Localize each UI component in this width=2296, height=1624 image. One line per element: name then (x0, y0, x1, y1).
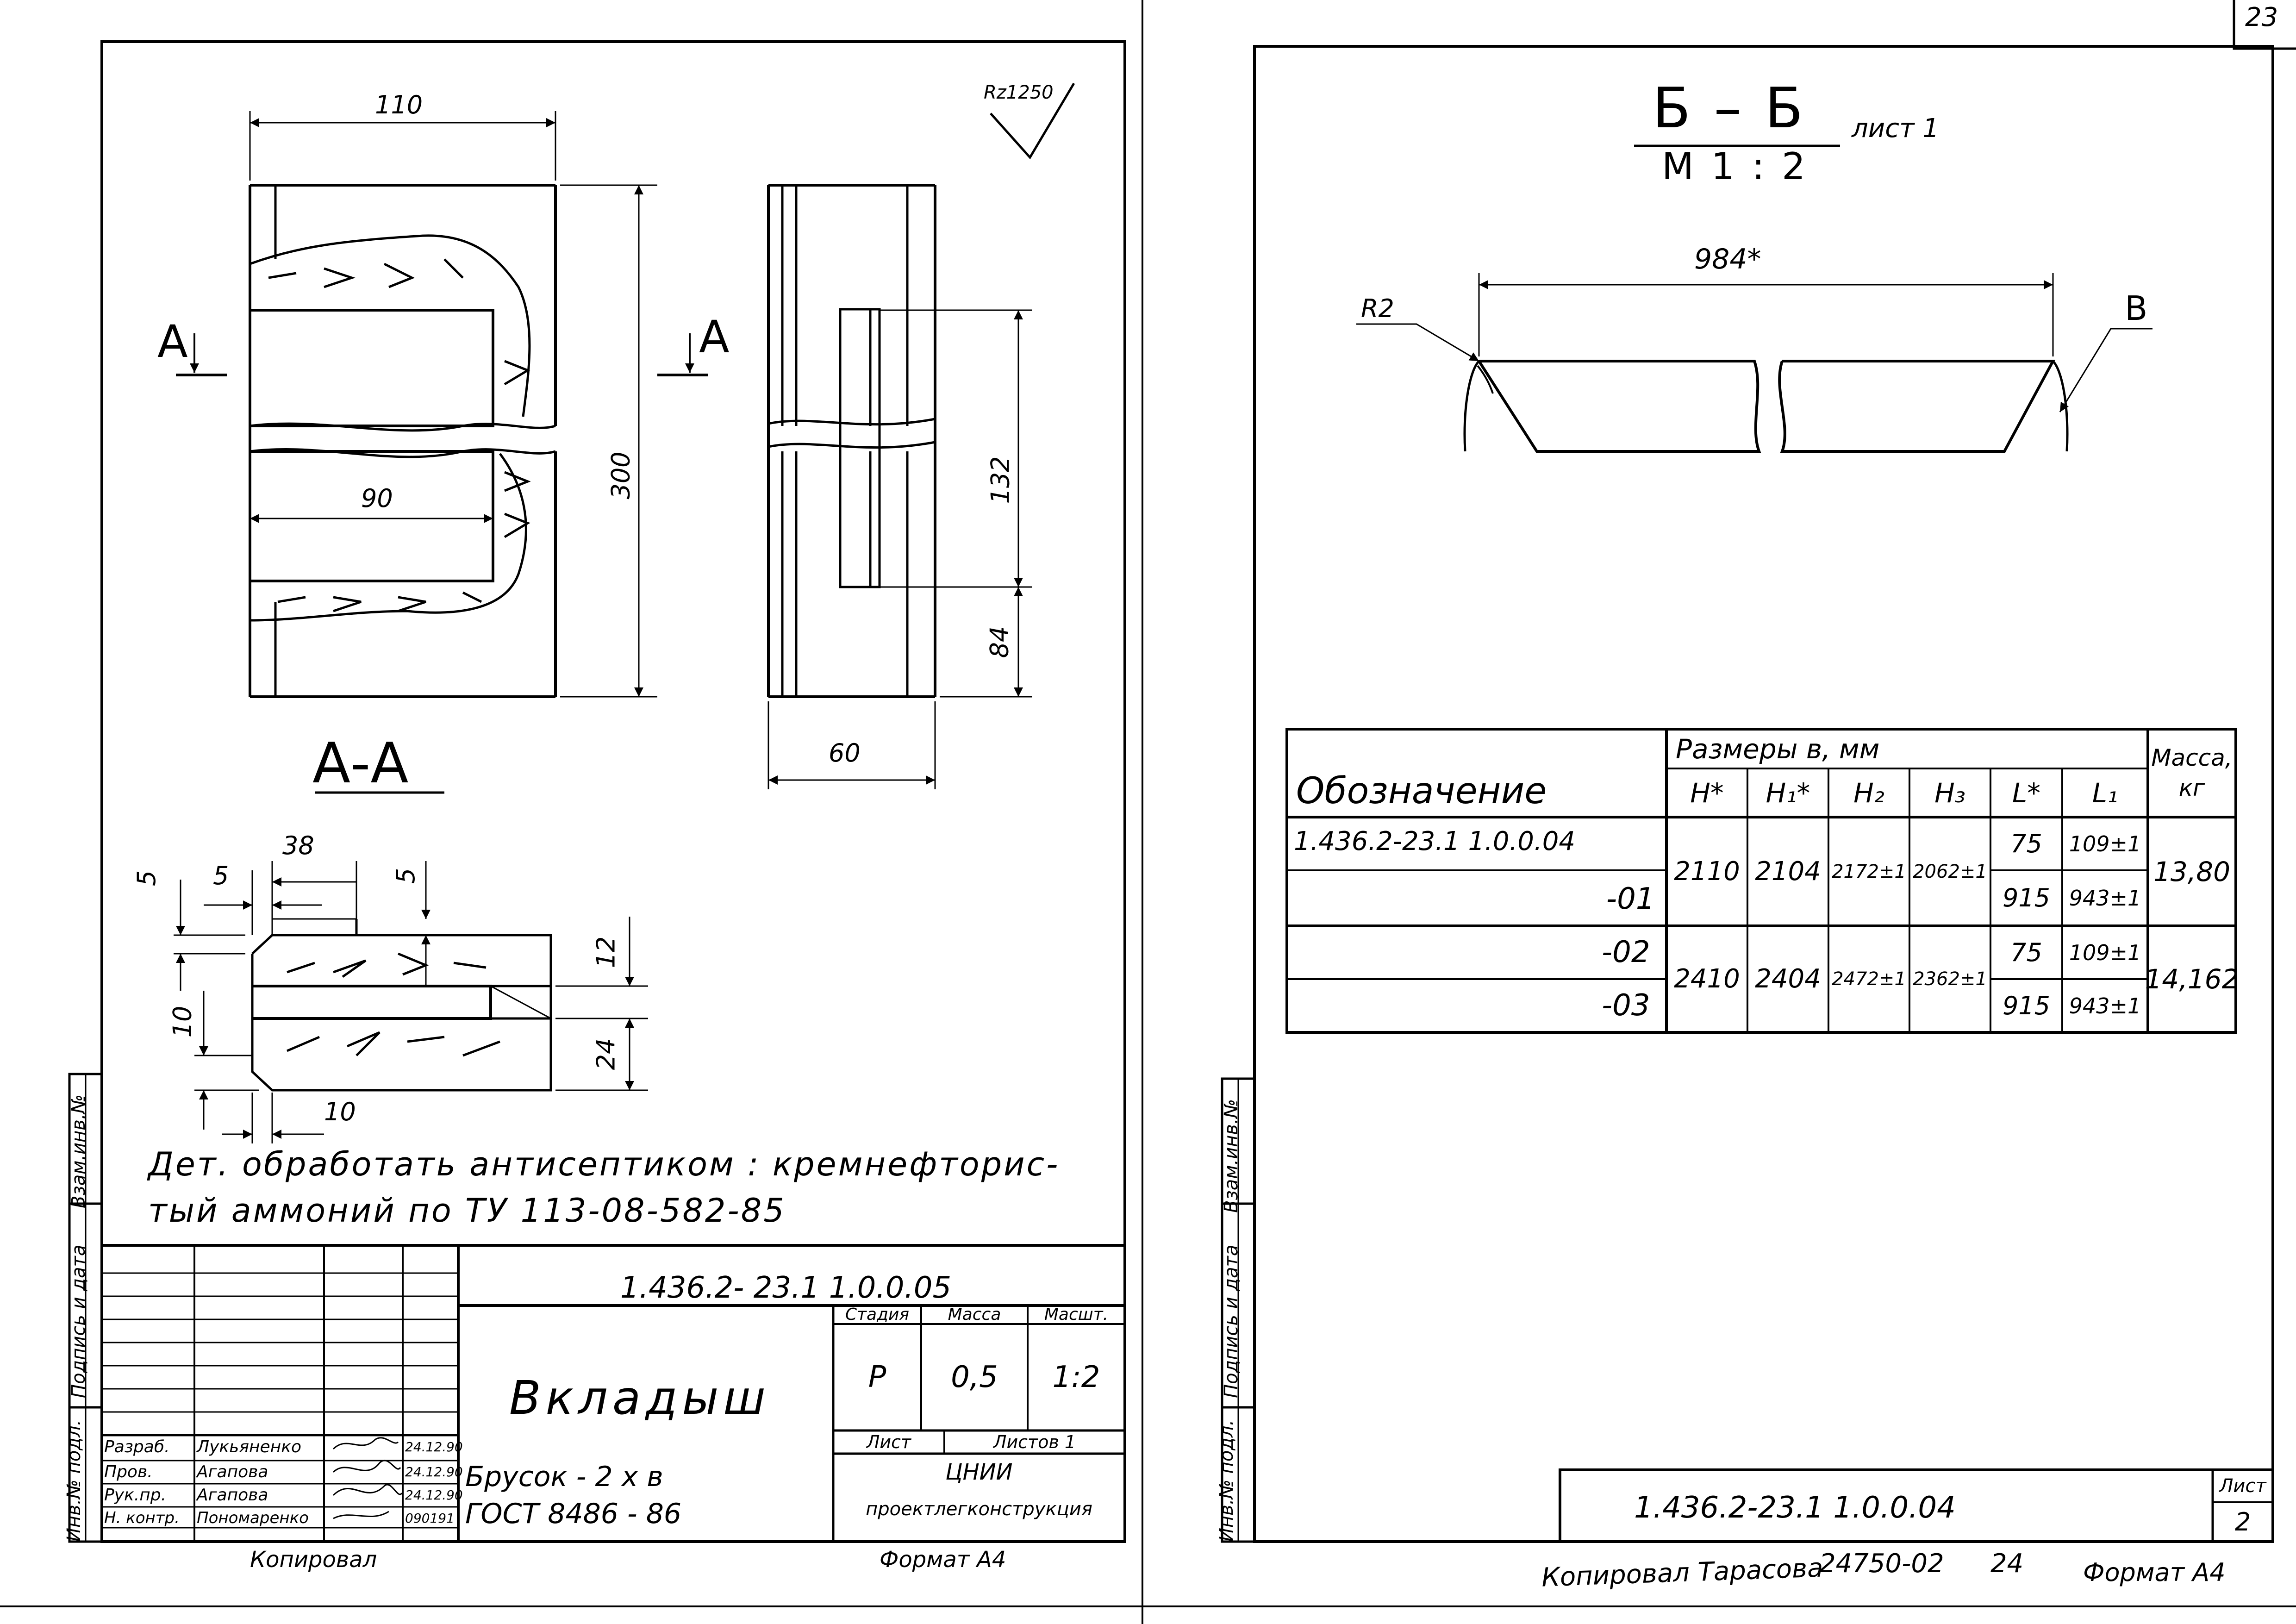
g1-h1: 2104 (1755, 856, 1821, 887)
dim-24: 24 (591, 1038, 621, 1070)
name-3: Пономаренко (197, 1509, 309, 1527)
g1-h2: 2172±1 (1832, 861, 1906, 882)
role-1: Пров. (104, 1462, 153, 1481)
g2-h1: 2404 (1755, 964, 1821, 994)
order-number: 24750-02 (1819, 1549, 1944, 1579)
g2-h2: 2472±1 (1832, 968, 1906, 990)
stamp-sign-right: Подпись и дата (1221, 1244, 1242, 1398)
sub-h1: H₁* (1766, 777, 1810, 809)
table-row-1: -01 (1606, 882, 1655, 916)
section-title-aa: А-А (312, 731, 409, 796)
dim-84: 84 (985, 626, 1014, 658)
stamp-sign-left: Подпись и дата (68, 1244, 89, 1398)
sub-h3: H₃ (1934, 777, 1965, 809)
g1-h: 2110 (1674, 856, 1740, 887)
sheet-label: Лист (866, 1432, 911, 1452)
material-line-1: Брусок - 2 х в (465, 1461, 663, 1493)
note-line-2: тый аммоний по ТУ 113-08-582-85 (148, 1192, 786, 1230)
copied-label-left: Копировал (250, 1547, 377, 1573)
label-b: В (2125, 289, 2148, 328)
dim-10-left: 10 (168, 1006, 197, 1038)
date-0: 24.12.90 (405, 1439, 463, 1455)
label-r2: R2 (1361, 294, 1394, 323)
name-0: Лукьяненко (197, 1437, 301, 1456)
rz-mark: Rz1250 (984, 82, 1054, 103)
dim-132: 132 (986, 456, 1015, 504)
scale-value: 1:2 (1052, 1360, 1100, 1394)
g1-l1-1: 943±1 (2069, 886, 2141, 911)
sheet-ref: лист 1 (1852, 113, 1940, 144)
col-designation: Обозначение (1296, 770, 1547, 812)
dim-60: 60 (829, 738, 861, 768)
name-2: Агапова (197, 1486, 268, 1505)
section-title-bb: Б – Б (1653, 76, 1806, 141)
section-mark-left: A (157, 316, 188, 368)
stamp-inv-left: Инв.№ подл. (63, 1419, 85, 1542)
sub-l: L* (2012, 777, 2041, 809)
dim-110: 110 (375, 90, 423, 119)
mass-value: 0,5 (951, 1360, 998, 1394)
name-1: Агапова (197, 1462, 268, 1481)
designation-right: 1.436.2-23.1 1.0.0.04 (1634, 1491, 1956, 1525)
sub-h: H* (1690, 777, 1724, 809)
g1-l-1: 915 (2002, 883, 2051, 912)
date-3: 090191 (405, 1511, 455, 1526)
scale-label: М 1 : 2 (1662, 145, 1809, 188)
role-2: Рук.пр. (104, 1486, 167, 1505)
g2-l-1: 915 (2002, 991, 2051, 1020)
dim-5-mid: 5 (213, 861, 229, 890)
stamp-inv-right: Инв.№ подл. (1216, 1419, 1237, 1542)
dim-38: 38 (282, 831, 314, 860)
g2-mass: 14,162 (2145, 963, 2239, 995)
sub-l1: L₁ (2092, 777, 2118, 809)
g1-mass: 13,80 (2153, 856, 2231, 887)
stamp-replace-left: Взам.инв.№ (68, 1094, 89, 1208)
material-line-2: ГОСТ 8486 - 86 (465, 1498, 682, 1530)
org-line-2: проектлегконструкция (866, 1499, 1092, 1520)
stamp-replace-right: Взам.инв.№ (1221, 1099, 1242, 1213)
date-1: 24.12.90 (405, 1464, 463, 1480)
date-2: 24.12.90 (405, 1487, 463, 1503)
dim-5-top: 5 (132, 870, 162, 887)
sheet-number-right: 2 (2234, 1507, 2251, 1537)
g2-l-0: 75 (2010, 937, 2042, 967)
col-sizes: Размеры в, мм (1676, 733, 1880, 765)
stage-value: Р (868, 1360, 886, 1394)
sheets-label: Листов 1 (993, 1432, 1076, 1452)
hdr-scale: Масшт. (1044, 1305, 1109, 1324)
hdr-stage: Стадия (845, 1305, 910, 1324)
hdr-mass: Масса (948, 1305, 1001, 1324)
dim-5-right: 5 (391, 868, 421, 884)
role-3: Н. контр. (104, 1509, 180, 1527)
role-0: Разраб. (104, 1437, 170, 1456)
designation: 1.436.2- 23.1 1.0.0.05 (620, 1271, 952, 1305)
format-label-right: Формат А4 (2083, 1558, 2226, 1587)
sheet-label-right: Лист (2219, 1475, 2266, 1497)
section-mark-right: A (699, 311, 730, 363)
table-row-3: -03 (1602, 988, 1650, 1023)
org-line-1: ЦНИИ (945, 1459, 1013, 1485)
g1-l1-0: 109±1 (2069, 831, 2141, 856)
dim-90: 90 (361, 484, 393, 513)
order-page: 24 (1990, 1549, 2024, 1579)
g2-l1-1: 943±1 (2069, 993, 2141, 1018)
format-label-left: Формат А4 (880, 1547, 1006, 1573)
page-number: 23 (2245, 2, 2278, 32)
dim-984: 984* (1694, 243, 1761, 275)
g1-h3: 2062±1 (1913, 861, 1987, 882)
dim-10-bottom: 10 (324, 1097, 356, 1126)
sub-h2: H₂ (1853, 777, 1884, 809)
dim-12: 12 (591, 936, 621, 968)
g2-h: 2410 (1674, 964, 1740, 994)
col-mass: Масса, кг (2151, 744, 2233, 801)
part-name: Вкладыш (509, 1371, 770, 1425)
table-row-0: 1.436.2-23.1 1.0.0.04 (1294, 826, 1575, 856)
g2-l1-0: 109±1 (2069, 940, 2141, 965)
dim-300: 300 (606, 451, 636, 500)
table-row-2: -02 (1602, 935, 1650, 969)
g2-h3: 2362±1 (1913, 968, 1987, 990)
g1-l-0: 75 (2010, 829, 2042, 858)
note-line-1: Дет. обработать антисептиком : кремнефто… (148, 1145, 1060, 1183)
